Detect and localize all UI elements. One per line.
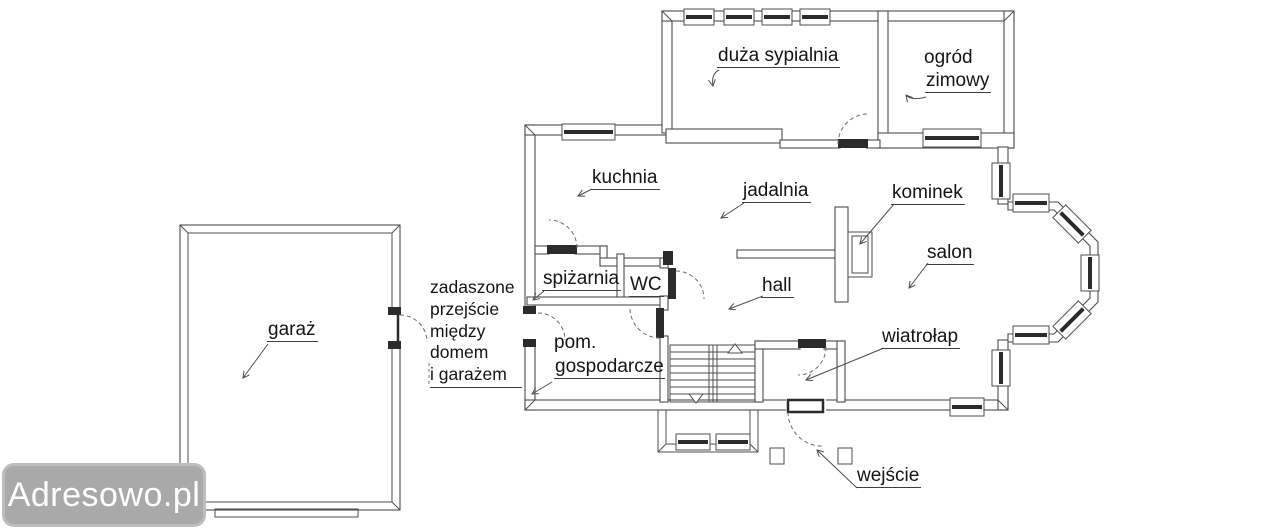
staircase [669,343,756,404]
label-winter-garden-line2: zimowy [925,70,992,93]
window [949,397,985,417]
garage-door [214,508,359,518]
label-leaders [243,69,929,489]
garage-outline [179,224,428,518]
label-kitchen: kuchnia [591,167,660,190]
window [991,349,1011,387]
garage-side-door [387,307,428,349]
bay-window-walls [1007,201,1099,343]
stairs-down-arrow [687,393,705,404]
window [1012,193,1050,213]
label-living-room: salon [926,242,975,265]
fireplace-structure [834,206,873,303]
window [675,433,711,451]
pantry-door [547,219,578,254]
windows [561,8,1100,451]
vestibule-door [797,339,827,376]
utility-door [629,307,664,339]
window [991,162,1011,200]
label-big-bedroom: duża sypialnia [717,45,841,68]
label-hall: hall [761,275,794,298]
window [922,128,982,148]
passage-note-line: zadaszone [430,277,515,297]
wc-door [668,268,705,300]
passage-note-line: i garażem [430,364,522,388]
window [723,8,755,26]
label-utility-line1: pom. [554,332,597,353]
porch-column [769,447,785,465]
label-utility-line2: gospodarcze [554,356,665,379]
entrance-door [786,398,826,447]
window [561,123,616,141]
label-wc: WC [629,274,664,297]
utility-exterior-door [523,306,566,347]
window [1052,204,1092,244]
bedroom-door [837,113,869,148]
label-fireplace: kominek [891,182,965,205]
window [683,8,715,26]
stairs-up-arrow [726,343,744,354]
window [715,433,751,451]
window [1012,325,1050,345]
passage-note-line: między [430,320,486,341]
porch-column [837,447,853,465]
passage-note-line: przejście [430,298,500,319]
passage-note-line: domem [430,342,489,363]
passage-note: zadaszone przejście między domem i garaż… [430,277,522,388]
label-entrance: wejście [856,465,922,488]
window [761,8,793,26]
label-vestibule: wiatrołap [881,326,961,349]
window [1052,300,1092,340]
label-winter-garden-line1: ogród [924,47,973,68]
label-dining-room: jadalnia [742,180,811,203]
label-pantry: spiżarnia [542,268,622,291]
adresowo-watermark: Adresowo.pl [2,463,206,527]
window [1080,254,1100,292]
doors [523,113,869,447]
label-garage: garaż [267,319,318,342]
window [799,8,831,26]
